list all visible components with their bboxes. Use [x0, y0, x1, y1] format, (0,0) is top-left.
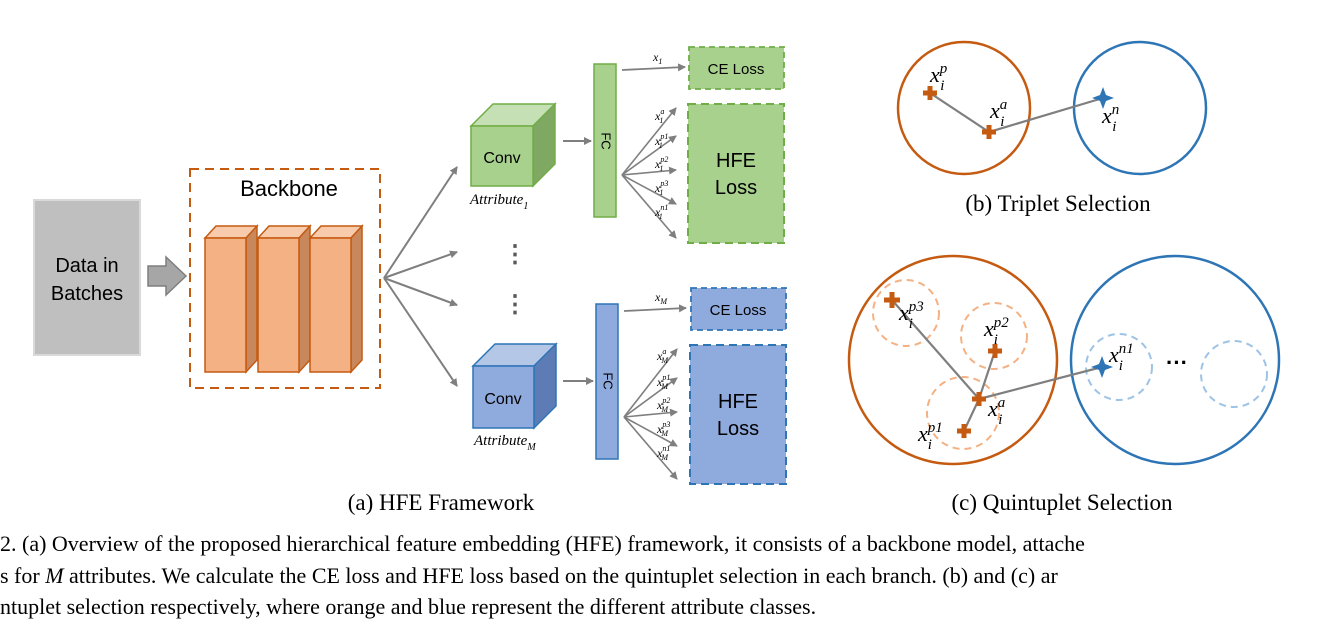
fc-label-bottom: FC: [601, 372, 616, 389]
branch-attribute-m: Conv AttributeM FC xM CE Loss: [471, 287, 787, 485]
backbone-layer-3: [308, 224, 364, 374]
subclass-n1-circle: [1085, 333, 1153, 401]
backbone-layer-2: [256, 224, 312, 374]
figure-caption-line-1: 2. (a) Overview of the proposed hierarch…: [0, 531, 1085, 556]
ce-loss-box-top: CE Loss: [688, 46, 785, 90]
data-in-batches-block: Data in Batches: [33, 199, 141, 356]
attribute-1-label: Attribute1: [469, 192, 528, 212]
ce-loss-box-bottom: CE Loss: [690, 287, 787, 331]
caption-b: (b) Triplet Selection: [965, 191, 1151, 216]
figure-caption-variable-m: M: [45, 563, 64, 588]
figure-caption-line-3: ntuplet selection respectively, where or…: [0, 594, 817, 619]
backbone-layer-1: [203, 224, 259, 374]
figure-caption-line-2-end: attributes. We calculate the CE loss and…: [63, 563, 1058, 588]
ce-input-label-top: x1: [652, 50, 662, 66]
fc-bar-top: FC: [593, 63, 617, 218]
subclass-p3-circle: [872, 279, 940, 347]
quintuplet-p3-marker: [884, 292, 900, 308]
triplet-negative-marker: [1092, 87, 1114, 109]
conv-cube-top: Conv: [469, 102, 557, 188]
hfe-fan-arrows-top: [621, 107, 677, 239]
triplet-blue-class-circle: [1072, 40, 1208, 176]
quintuplet-orange-class-circle: [847, 254, 1059, 466]
fc-label-top: FC: [599, 132, 614, 149]
input-arrow: [147, 255, 188, 297]
hfe-loss-box-top: HFE Loss: [687, 103, 785, 244]
conv-label-bottom: Conv: [484, 391, 521, 408]
hfe-loss-label-top-line2: Loss: [715, 177, 757, 199]
fc-bar-bottom: FC: [595, 303, 619, 460]
data-in-batches-label-line1: Data in: [55, 255, 118, 277]
ce-input-label-bottom: xM: [654, 290, 668, 306]
hfe-loss-label-top-line1: HFE: [716, 150, 756, 172]
branch-ellipsis-2: ⋮: [503, 291, 527, 318]
ce-arrow-top: [621, 63, 686, 72]
conv-label-top: Conv: [483, 150, 520, 167]
quintuplet-anchor-marker: [972, 392, 986, 406]
data-in-batches-label-line2: Batches: [51, 283, 123, 305]
triplet-anchor-marker: [982, 125, 996, 139]
attribute-m-label: AttributeM: [473, 433, 536, 453]
quintuplet-p1-marker: [957, 424, 971, 438]
figure-caption-line-2-start: s for: [0, 563, 46, 588]
triplet-positive-marker: [923, 86, 937, 100]
subclass-blue-extra-circle: [1200, 340, 1268, 408]
ce-arrow-bottom: [623, 304, 687, 313]
hfe-framework-panel: Data in Batches Backbone: [33, 46, 787, 485]
conv-cube-bottom: Conv: [471, 342, 558, 430]
backbone-label: Backbone: [240, 176, 338, 201]
backbone-block: Backbone: [189, 168, 381, 389]
branch-ellipsis-1: ⋮: [503, 241, 527, 268]
ce-loss-label-top: CE Loss: [708, 61, 765, 78]
branch-attribute-1: Conv Attribute1 FC x1 CE Loss: [469, 46, 785, 244]
hfe-fan-arrows-bottom: [623, 348, 678, 480]
quintuplet-p2-marker: [988, 344, 1002, 358]
caption-c: (c) Quintuplet Selection: [952, 490, 1173, 515]
ce-loss-label-bottom: CE Loss: [710, 302, 767, 319]
hfe-loss-label-bottom-line1: HFE: [718, 391, 758, 413]
quintuplet-negative-marker: [1091, 356, 1113, 378]
figure-caption-line-2: s for M attributes. We calculate the CE …: [0, 561, 1320, 591]
hfe-loss-label-bottom-line2: Loss: [717, 418, 759, 440]
quintuplet-blue-class-circle: [1069, 254, 1281, 466]
quintuplet-more-dots: ···: [1166, 350, 1188, 375]
caption-a: (a) HFE Framework: [348, 490, 535, 515]
backbone-branch-arrows: [383, 166, 458, 387]
subclass-p2-circle: [960, 302, 1028, 370]
hfe-loss-box-bottom: HFE Loss: [689, 344, 787, 485]
subclass-a-p1-circle: [926, 376, 1000, 450]
triplet-orange-class-circle: [896, 40, 1032, 176]
